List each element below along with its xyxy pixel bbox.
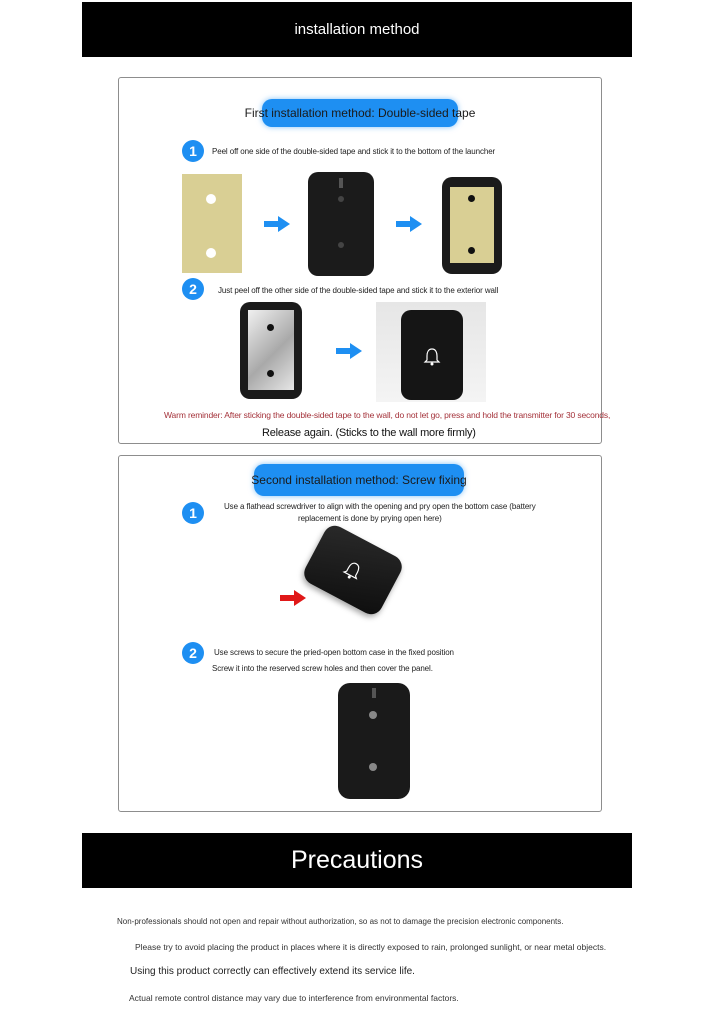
- mirror-dot: [267, 370, 274, 377]
- method1-title: First installation method: Double-sided …: [245, 99, 475, 127]
- screw: [369, 763, 377, 771]
- wall-photo: [376, 302, 486, 402]
- precaution-item: Using this product correctly can effecti…: [130, 966, 415, 977]
- precautions-banner: Precautions: [82, 833, 632, 888]
- tape-hole: [206, 194, 216, 204]
- launcher-mirror: [240, 302, 302, 399]
- method1-title-text: First installation method: Double-sided …: [244, 106, 476, 120]
- step2-text: Just peel off the other side of the doub…: [218, 286, 499, 295]
- screw-hole: [338, 196, 344, 202]
- step1-text: Peel off one side of the double-sided ta…: [212, 147, 496, 156]
- bell-icon: [342, 562, 360, 580]
- case-notch: [372, 688, 376, 698]
- mirror-dot: [267, 324, 274, 331]
- tape-dot: [468, 247, 475, 254]
- red-arrow-icon: [280, 590, 306, 606]
- m2-step2-badge: 2: [182, 642, 204, 664]
- screw-hole: [338, 242, 344, 248]
- doorbell-tilted: [300, 521, 406, 619]
- bottom-case: [338, 683, 410, 799]
- precautions-title: Precautions: [290, 846, 424, 874]
- step2-number: 2: [189, 281, 197, 297]
- method2-title: Second installation method: Screw fixing: [251, 464, 467, 496]
- step1-badge: 1: [182, 140, 204, 162]
- mirror-surface: [248, 310, 294, 390]
- m2-step1-text-line2: replacement is done by prying open here): [298, 514, 442, 523]
- precaution-item: Actual remote control distance may vary …: [129, 993, 459, 1003]
- m2-step1-number: 1: [189, 505, 197, 521]
- precaution-item: Please try to avoid placing the product …: [135, 942, 607, 952]
- launcher-back: [308, 172, 374, 276]
- arrow-right-icon: [336, 343, 362, 359]
- m2-step1-text-line1: Use a flathead screwdriver to align with…: [224, 502, 536, 511]
- release-text: Release again. (Sticks to the wall more …: [262, 427, 476, 439]
- m2-step2-subtext: Screw it into the reserved screw holes a…: [212, 664, 433, 673]
- arrow-right-icon: [396, 216, 422, 232]
- step2-badge: 2: [182, 278, 204, 300]
- m2-step1-badge: 1: [182, 502, 204, 524]
- method2-title-text: Second installation method: Screw fixing: [251, 473, 467, 487]
- precaution-item: Non-professionals should not open and re…: [117, 917, 564, 926]
- tape-dot: [468, 195, 475, 202]
- m2-step2-text: Use screws to secure the pried-open bott…: [214, 648, 454, 657]
- tape-sheet: [182, 174, 242, 273]
- launcher-notch: [339, 178, 343, 188]
- launcher-with-tape: [442, 177, 502, 274]
- step1-number: 1: [189, 143, 197, 159]
- installation-banner: installation method: [82, 2, 632, 57]
- tape-hole: [206, 248, 216, 258]
- arrow-right-icon: [264, 216, 290, 232]
- banner-title: installation method: [294, 21, 420, 38]
- tape-on-launcher: [450, 187, 494, 263]
- screw: [369, 711, 377, 719]
- bell-icon: [423, 348, 441, 366]
- doorbell-on-wall: [401, 310, 463, 400]
- m2-step2-number: 2: [189, 645, 197, 661]
- warning-text: Warm reminder: After sticking the double…: [164, 410, 611, 420]
